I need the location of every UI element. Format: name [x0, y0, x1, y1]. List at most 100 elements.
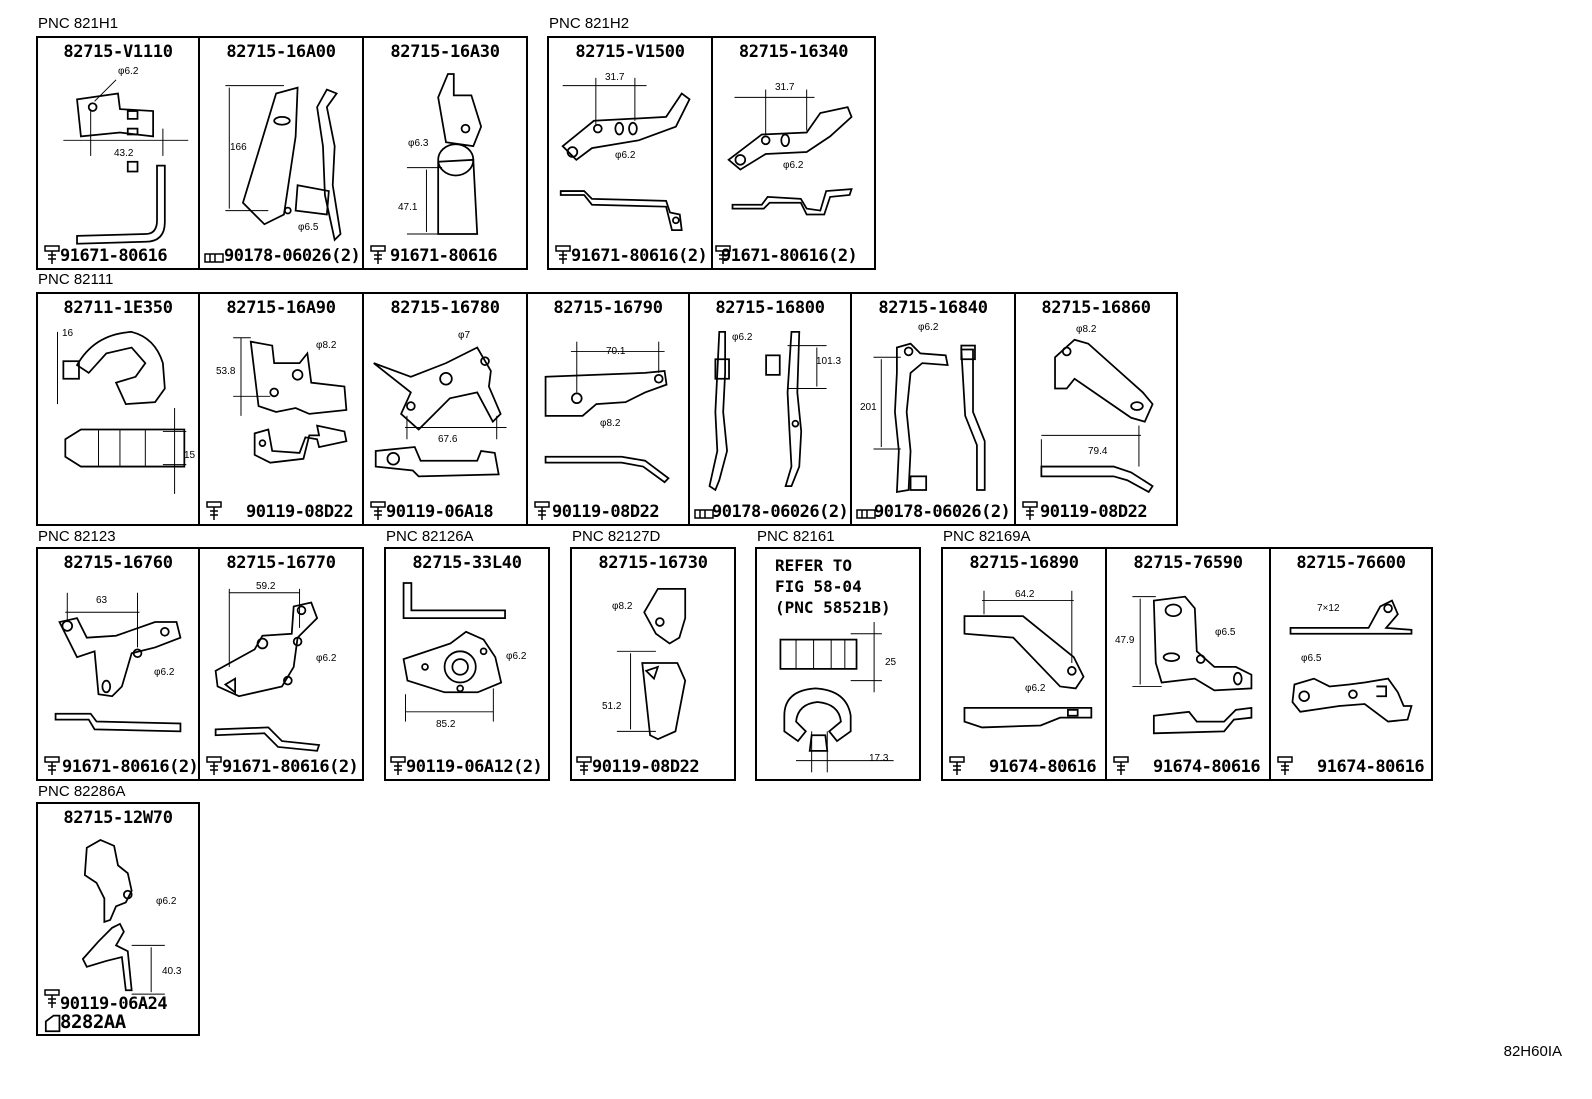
- part-cell-82715-16a30[interactable]: 82715-16A30 φ6.3 47.1 91671-80616: [362, 36, 528, 270]
- dimension-label: φ6.2: [615, 150, 636, 161]
- bracket-drawing: [225, 85, 342, 242]
- stud-bolt-icon: [694, 509, 714, 519]
- bolt-icon: [206, 501, 222, 520]
- fastener-number: 90119-08D22: [246, 502, 354, 522]
- part-cell-82715-12w70[interactable]: 82715-12W70 φ6.2 40.3 90119-06A24 8282AA: [36, 802, 200, 1036]
- refer-cell-82161[interactable]: REFER TO FIG 58-04 (PNC 58521B) 25 17.3: [755, 547, 921, 781]
- dimension-label: φ6.5: [1215, 627, 1236, 638]
- dimension-label: 43.2: [114, 148, 134, 159]
- dimension-label: 17.3: [869, 753, 889, 764]
- part-cell-82715-16860[interactable]: 82715-16860 φ8.2 79.4 90119-08D22: [1014, 292, 1178, 526]
- dimension-label: 47.1: [398, 202, 418, 213]
- bracket-drawing: [373, 346, 507, 478]
- bracket-drawing: [544, 341, 670, 484]
- bracket-drawing: [727, 89, 853, 216]
- bolt-icon: [44, 756, 60, 775]
- group-label-821h1: PNC 821H1: [38, 15, 119, 32]
- dimension-label: φ6.2: [918, 322, 939, 333]
- fastener-number: 90119-08D22: [592, 757, 700, 777]
- dimension-label: 53.8: [216, 366, 236, 377]
- bolt-icon: [44, 245, 60, 264]
- bolt-icon: [390, 756, 406, 775]
- part-cell-82715-v1110[interactable]: 82715-V1110 φ6.2 43.2 91671-80616: [36, 36, 200, 270]
- dimension-label: φ6.2: [1025, 683, 1046, 694]
- dimension-label: φ6.2: [118, 66, 139, 77]
- part-cell-82715-76600[interactable]: 82715-76600 7×12 φ6.5 91674-80616: [1269, 547, 1433, 781]
- dimension-label: φ6.2: [783, 160, 804, 171]
- dimension-label: 70.1: [606, 346, 626, 357]
- group-label-82111: PNC 82111: [38, 271, 114, 288]
- part-cell-82715-16770[interactable]: 82715-16770 59.2 φ6.2 91671-80616(2): [198, 547, 364, 781]
- group-label-82286a: PNC 82286A: [38, 783, 126, 800]
- part-cell-82715-16790[interactable]: 82715-16790 70.1 φ8.2 90119-08D22: [526, 292, 690, 526]
- bolt-icon: [1022, 501, 1038, 520]
- part-number: 82715-76590: [1133, 553, 1243, 573]
- dimension-label: φ8.2: [316, 340, 337, 351]
- fastener-number: 91674-80616: [1153, 757, 1261, 777]
- dimension-label: φ6.2: [316, 653, 337, 664]
- bracket-drawing: [63, 79, 189, 245]
- part-cell-82715-16a90[interactable]: 82715-16A90 φ8.2 53.8 90119-08D22: [198, 292, 364, 526]
- bracket-drawing: [616, 587, 687, 741]
- part-number: 82715-16730: [598, 553, 708, 573]
- fastener-number: 91671-80616: [60, 246, 168, 266]
- bolt-icon: [1277, 756, 1293, 775]
- part-cell-82715-v1500[interactable]: 82715-V1500 31.7 φ6.2 91671-80616(2): [547, 36, 713, 270]
- fastener-number: 90119-06A12(2): [406, 757, 543, 777]
- dimension-label: 101.3: [816, 356, 842, 367]
- part-number: 82715-16800: [715, 298, 825, 318]
- part-cell-82715-16840[interactable]: 82715-16840 φ6.2 201 90178-06026(2): [850, 292, 1016, 526]
- part-cell-82715-16a00[interactable]: 82715-16A00 166 φ6.5 90178-06026(2): [198, 36, 364, 270]
- dimension-label: 51.2: [602, 701, 622, 712]
- fastener-number: 91671-80616(2): [721, 246, 858, 266]
- clip-drawing: [57, 331, 187, 494]
- fastener-number: 91674-80616: [989, 757, 1097, 777]
- dimension-label: 63: [96, 595, 108, 606]
- group-label-82123: PNC 82123: [38, 528, 116, 545]
- bracket-drawing: [873, 342, 986, 493]
- fastener-number: 90119-06A24: [60, 994, 168, 1014]
- bolt-icon: [715, 245, 731, 264]
- fastener-number: 90119-08D22: [552, 502, 660, 522]
- part-cell-82715-16890[interactable]: 82715-16890 64.2 φ6.2 91674-80616: [941, 547, 1107, 781]
- part-number: 82715-33L40: [412, 553, 522, 573]
- dimension-label: φ6.5: [298, 222, 319, 233]
- fastener-number: 91671-80616(2): [571, 246, 708, 266]
- part-cell-82715-16800[interactable]: 82715-16800 φ6.2 101.3 90178-06026(2): [688, 292, 852, 526]
- dimension-label: φ7: [458, 330, 471, 341]
- dimension-label: 25: [885, 657, 897, 668]
- dimension-label: 59.2: [256, 581, 276, 592]
- dimension-label: 31.7: [605, 72, 625, 83]
- part-cell-82715-16760[interactable]: 82715-16760 63 φ6.2 91671-80616(2): [36, 547, 200, 781]
- dimension-label: φ8.2: [600, 418, 621, 429]
- clip-drawing: [779, 622, 894, 773]
- part-number: 82715-16A00: [226, 42, 336, 62]
- part-number: 82715-12W70: [63, 808, 173, 828]
- part-number: 82711-1E350: [63, 298, 173, 318]
- dimension-label: φ6.2: [154, 667, 175, 678]
- dimension-label: 7×12: [1317, 603, 1340, 614]
- fastener-number: 91671-80616(2): [222, 757, 359, 777]
- dimension-label: 67.6: [438, 434, 458, 445]
- part-number: 82715-16840: [878, 298, 988, 318]
- part-number: 82715-16760: [63, 553, 173, 573]
- part-number: 82715-16790: [553, 298, 663, 318]
- part-cell-82715-33l40[interactable]: 82715-33L40 φ6.2 85.2 90119-06A12(2): [384, 547, 550, 781]
- part-cell-82715-16340[interactable]: 82715-16340 31.7 φ6.2 91671-80616(2): [711, 36, 876, 270]
- part-cell-82715-16780[interactable]: 82715-16780 φ7 67.6 90119-06A18: [362, 292, 528, 526]
- dimension-label: φ6.2: [156, 896, 177, 907]
- dimension-label: φ6.2: [732, 332, 753, 343]
- dimension-label: 47.9: [1115, 635, 1135, 646]
- part-cell-82715-76590[interactable]: 82715-76590 47.9 φ6.5 91674-80616: [1105, 547, 1271, 781]
- stud-bolt-icon: [856, 509, 876, 519]
- nut-number: 8282AA: [60, 1011, 126, 1033]
- part-number: 82715-16A90: [226, 298, 336, 318]
- part-cell-82711-1e350[interactable]: 82711-1E350 16 15: [36, 292, 200, 526]
- dimension-label: 201: [860, 402, 877, 413]
- part-cell-82715-16730[interactable]: 82715-16730 φ8.2 51.2 90119-08D22: [570, 547, 736, 781]
- group-label-82126a: PNC 82126A: [386, 528, 474, 545]
- fastener-number: 90178-06026(2): [712, 502, 849, 522]
- bracket-drawing: [44, 838, 165, 1033]
- dimension-label: 16: [62, 328, 74, 339]
- dimension-label: φ6.3: [408, 138, 429, 149]
